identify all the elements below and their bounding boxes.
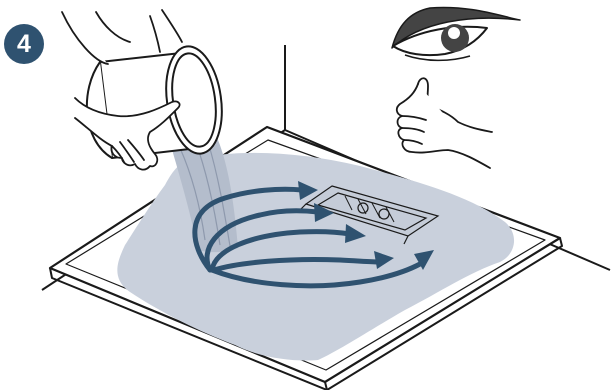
thumbs-up-icon	[397, 78, 492, 168]
step-number-badge: 4	[4, 24, 44, 64]
eye-icon	[392, 7, 520, 60]
